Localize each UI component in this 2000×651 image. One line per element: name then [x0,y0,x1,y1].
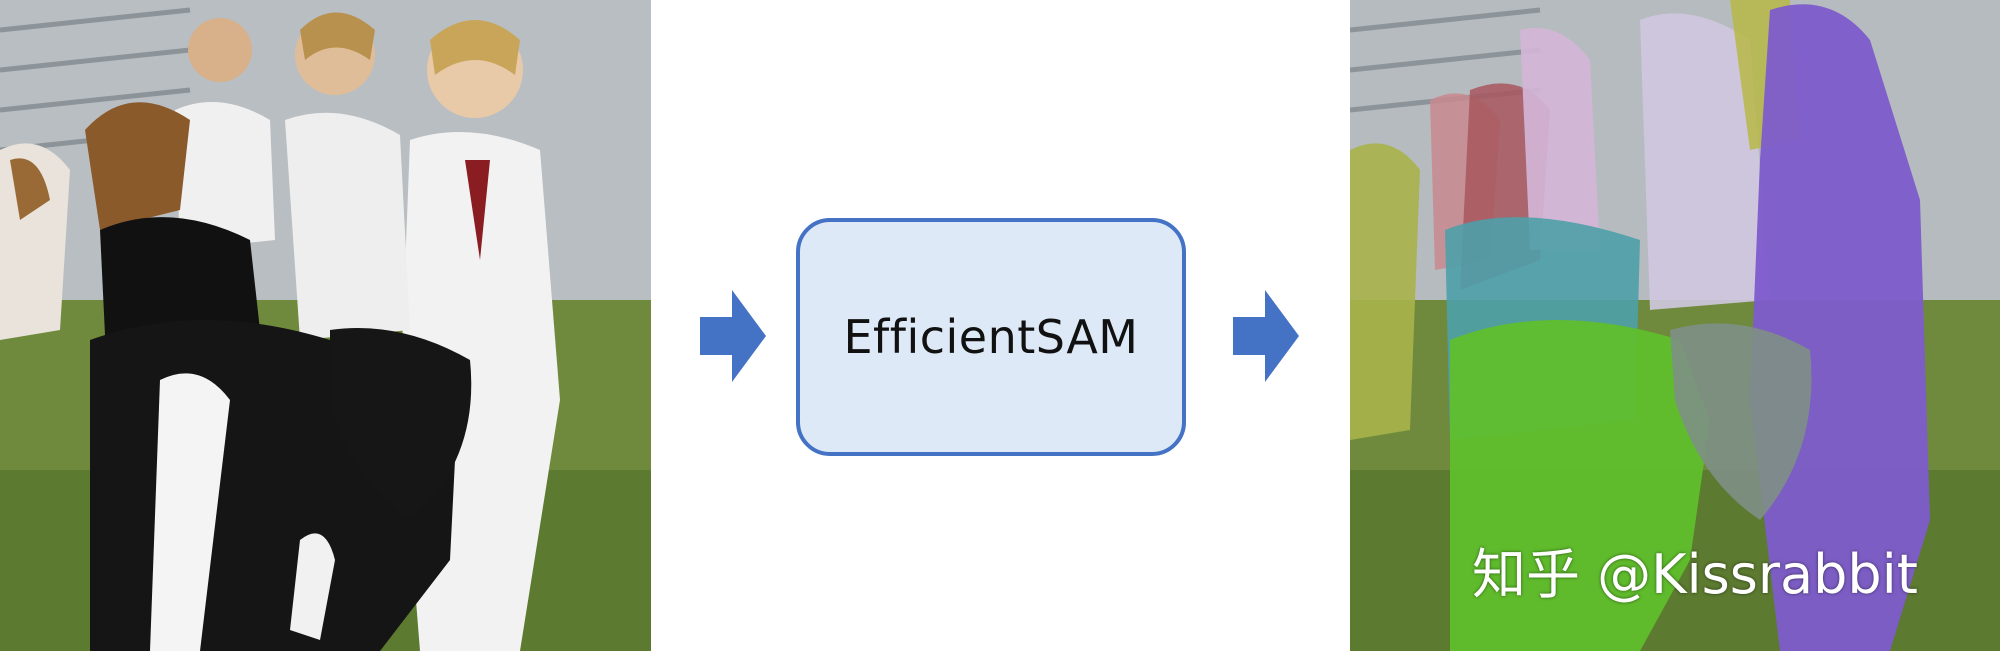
segmentation-masks-drawing [1350,0,2000,651]
watermark-text: 知乎 @Kissrabbit [1472,543,1918,606]
right-arrow-icon [700,290,766,382]
input-image [0,0,651,651]
input-photo-drawing [0,0,651,651]
model-label: EfficientSAM [843,310,1139,364]
efficientsam-model-box: EfficientSAM [796,218,1186,456]
segmentation-output-image [1350,0,2000,651]
right-arrow-icon [1233,290,1299,382]
